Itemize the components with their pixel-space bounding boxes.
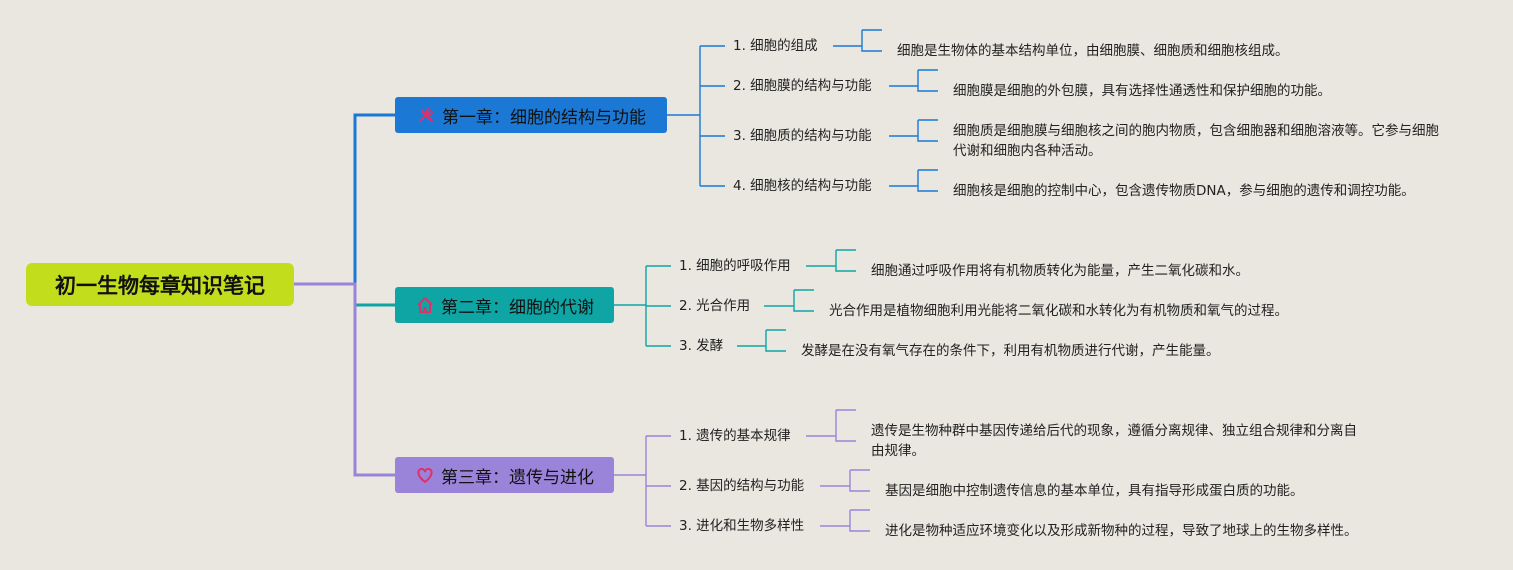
topic-3-1[interactable]: 1. 遗传的基本规律 bbox=[679, 428, 791, 444]
chapter-1-title: 第一章：细胞的结构与功能 bbox=[442, 107, 646, 128]
desc-1-2: 细胞膜是细胞的外包膜，具有选择性通透性和保护细胞的功能。 bbox=[953, 83, 1331, 99]
topic-2-2[interactable]: 2. 光合作用 bbox=[679, 298, 751, 314]
connector-ch2-topics bbox=[614, 265, 671, 347]
connector-ch1-desc2 bbox=[889, 69, 938, 92]
tools-icon bbox=[416, 105, 436, 125]
connector-ch3-desc2 bbox=[820, 469, 870, 492]
desc-1-1: 细胞是生物体的基本结构单位，由细胞膜、细胞质和细胞核组成。 bbox=[897, 43, 1289, 59]
root-node[interactable]: 初一生物每章知识笔记 bbox=[26, 263, 294, 306]
connector-root-ch2 bbox=[294, 282, 395, 307]
house-icon bbox=[415, 295, 435, 315]
desc-1-4: 细胞核是细胞的控制中心，包含遗传物质DNA，参与细胞的遗传和调控功能。 bbox=[953, 183, 1415, 199]
connector-ch1-desc4 bbox=[889, 169, 938, 192]
desc-1-3: 细胞质是细胞膜与细胞核之间的胞内物质，包含细胞器和细胞溶液等。它参与细胞代谢和细… bbox=[953, 123, 1439, 159]
connector-root-ch1 bbox=[294, 113, 395, 286]
desc-3-1: 遗传是生物种群中基因传递给后代的现象，遵循分离规律、独立组合规律和分离自由规律。 bbox=[871, 423, 1357, 459]
connector-ch2-desc2 bbox=[764, 289, 814, 312]
connector-ch2-desc3 bbox=[737, 329, 786, 352]
desc-2-2: 光合作用是植物细胞利用光能将二氧化碳和水转化为有机物质和氧气的过程。 bbox=[829, 303, 1288, 319]
connector-ch3-desc3 bbox=[820, 509, 870, 532]
desc-2-1: 细胞通过呼吸作用将有机物质转化为能量，产生二氧化碳和水。 bbox=[871, 263, 1249, 279]
chapter-3-title: 第三章：遗传与进化 bbox=[441, 467, 594, 488]
desc-2-3: 发酵是在没有氧气存在的条件下，利用有机物质进行代谢，产生能量。 bbox=[801, 343, 1220, 359]
topic-1-2[interactable]: 2. 细胞膜的结构与功能 bbox=[733, 78, 872, 94]
chapter-3-node[interactable]: 第三章：遗传与进化 bbox=[395, 457, 614, 493]
connector-ch1-desc1 bbox=[833, 29, 882, 52]
chapter-1-node[interactable]: 第一章：细胞的结构与功能 bbox=[395, 97, 667, 133]
desc-3-3: 进化是物种适应环境变化以及形成新物种的过程，导致了地球上的生物多样性。 bbox=[885, 523, 1358, 539]
topic-3-2[interactable]: 2. 基因的结构与功能 bbox=[679, 478, 805, 494]
topic-1-1[interactable]: 1. 细胞的组成 bbox=[733, 38, 818, 54]
connector-ch1-topics bbox=[667, 45, 725, 187]
root-title: 初一生物每章知识笔记 bbox=[55, 273, 265, 298]
topic-2-3[interactable]: 3. 发酵 bbox=[679, 338, 724, 354]
topic-3-3[interactable]: 3. 进化和生物多样性 bbox=[679, 518, 805, 534]
heart-icon bbox=[415, 465, 435, 485]
topic-2-1[interactable]: 1. 细胞的呼吸作用 bbox=[679, 258, 791, 274]
connector-root-ch3 bbox=[294, 282, 395, 477]
connector-ch1-desc3 bbox=[889, 119, 938, 142]
connector-ch2-desc1 bbox=[806, 249, 856, 272]
connector-ch3-topics bbox=[614, 435, 671, 527]
connector-ch3-desc1 bbox=[806, 409, 856, 442]
chapter-2-title: 第二章：细胞的代谢 bbox=[441, 297, 594, 318]
topic-1-4[interactable]: 4. 细胞核的结构与功能 bbox=[733, 178, 872, 194]
topic-1-3[interactable]: 3. 细胞质的结构与功能 bbox=[733, 128, 872, 144]
desc-3-2: 基因是细胞中控制遗传信息的基本单位，具有指导形成蛋白质的功能。 bbox=[885, 483, 1304, 499]
chapter-2-node[interactable]: 第二章：细胞的代谢 bbox=[395, 287, 614, 323]
